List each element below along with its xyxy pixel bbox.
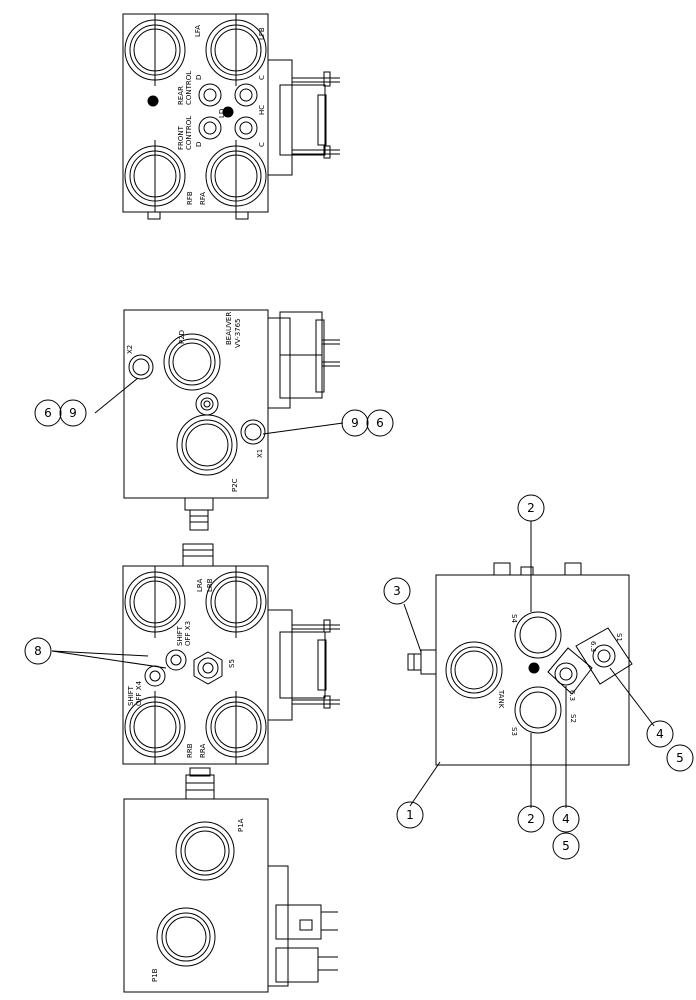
label-shift-a-x3: OFF X3 [184, 621, 192, 646]
port-rfa [205, 140, 267, 212]
valve-block-e [407, 562, 633, 766]
label-s5: S5 [228, 659, 236, 668]
label-model: VV-3765 [234, 318, 242, 348]
valve-block-a [122, 13, 340, 220]
label-lfa: LFA [194, 25, 202, 37]
label-rear: REAR [177, 86, 185, 105]
label-s2: S2 [569, 714, 577, 723]
port-small-b [195, 392, 219, 416]
control-ports [198, 83, 258, 140]
port-rfb [124, 140, 186, 212]
label-mark-c1: C [258, 75, 266, 80]
port-rrb [124, 691, 186, 764]
callout-circles [24, 399, 694, 860]
label-brand: BEAUVER [225, 312, 233, 345]
port-lrb [205, 566, 267, 638]
label-shift-a: SHIFT [176, 625, 184, 646]
port-p2c [176, 414, 238, 476]
port-shift-x4 [144, 665, 166, 687]
port-p1b [156, 907, 216, 967]
label-front-control: CONTROL [185, 116, 193, 150]
callout-2-bottom: 2 [527, 812, 535, 826]
port-rra [205, 691, 267, 764]
port-p1a [175, 821, 235, 881]
label-mark-c2: C [258, 142, 266, 147]
label-s1: S1 [615, 633, 623, 642]
valve-s5 [193, 651, 223, 685]
port-x2 [128, 354, 154, 380]
callout-8: 8 [34, 644, 42, 658]
port-s4 [514, 611, 562, 659]
callout-9-left: 9 [69, 406, 77, 420]
callout-5-bottom: 5 [562, 839, 570, 853]
callout-9-right: 9 [351, 416, 359, 430]
label-mark-hc: HC [258, 105, 266, 115]
label-mark-d1: D [195, 75, 203, 80]
label-rear-control: CONTROL [185, 71, 193, 105]
port-lfa [124, 14, 186, 86]
label-p2d: P2D [178, 330, 186, 344]
label-s4: S4 [510, 614, 518, 623]
port-tank [445, 641, 503, 699]
callout-1: 1 [406, 808, 414, 822]
label-lrb: LRB [206, 578, 214, 592]
callout-4-bottom: 4 [562, 812, 570, 826]
port-shift-x3 [165, 649, 187, 671]
port-x1 [240, 419, 266, 445]
cartridge-s2 [547, 647, 593, 695]
label-rfb: RFB [186, 191, 194, 205]
callout-6-left: 6 [44, 406, 52, 420]
valve-block-d [123, 767, 338, 993]
label-p1b: P1B [151, 968, 159, 982]
label-shift-b: SHIFT [127, 685, 135, 706]
callout-5-right: 5 [676, 751, 684, 765]
leader-lines [51, 377, 655, 808]
label-p2c: P2C [231, 478, 239, 492]
label-lra: LRA [196, 579, 204, 592]
valve-block-c [122, 543, 340, 765]
port-lra [124, 566, 186, 638]
callout-6-right: 6 [376, 416, 384, 430]
label-mini-1: 6.3 [589, 641, 597, 652]
callout-4-right: 4 [656, 727, 664, 741]
label-mark-ld: LD [218, 109, 226, 118]
cartridge-s1 [575, 627, 633, 685]
port-lfb [205, 14, 267, 86]
valve-block-b [123, 309, 340, 531]
label-mini-2: 6.3 [568, 690, 576, 701]
callout-2-top: 2 [527, 501, 535, 515]
label-rrb: RRB [186, 743, 194, 758]
label-front: FRONT [177, 125, 185, 150]
label-tank: TANK [497, 689, 505, 709]
label-p1a: P1A [237, 818, 245, 832]
label-lfb: LFB [258, 27, 266, 40]
label-rra: RRA [199, 744, 207, 758]
label-mark-d2: D [195, 142, 203, 147]
label-x2: X2 [126, 345, 134, 354]
label-shift-b-x4: OFF X4 [135, 680, 143, 706]
label-s3: S3 [510, 727, 518, 736]
port-p2d [163, 333, 221, 391]
label-rfa: RFA [199, 192, 207, 205]
callout-3: 3 [393, 584, 401, 598]
port-s3 [514, 686, 562, 734]
label-x1: X1 [256, 449, 264, 458]
